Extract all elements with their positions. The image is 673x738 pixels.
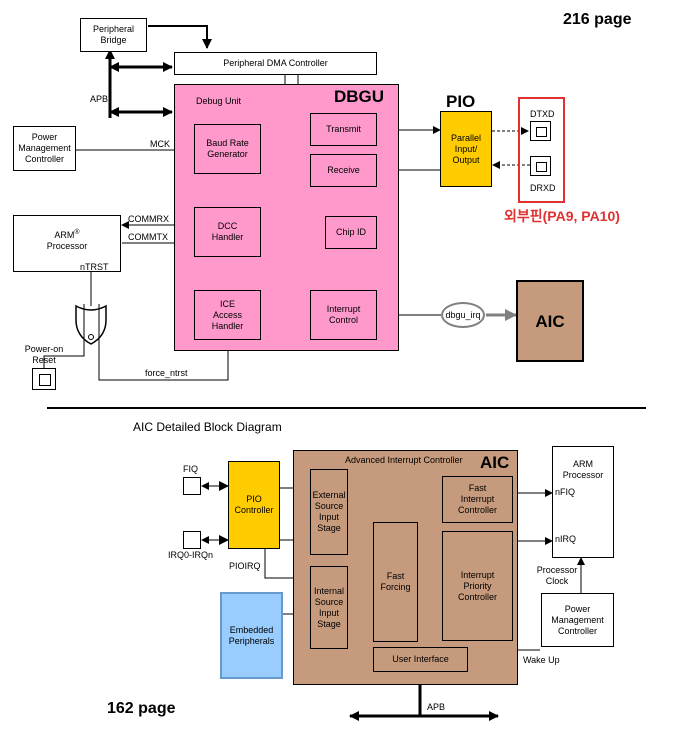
- power-on-reset-pin: [32, 368, 56, 390]
- aic-title-label: Advanced Interrupt Controller: [345, 455, 463, 465]
- interrupt-control: Interrupt Control: [310, 290, 377, 340]
- processor-clock-label: Processor Clock: [536, 565, 578, 586]
- peripheral-bridge-box: Peripheral Bridge: [80, 18, 147, 52]
- dbgu-irq-signal: dbgu_irq: [441, 302, 485, 328]
- power-management-controller-top: Power Management Controller: [13, 126, 76, 171]
- aic-diagram-title: AIC Detailed Block Diagram: [133, 420, 282, 434]
- fast-interrupt-controller: Fast Interrupt Controller: [442, 476, 513, 523]
- dcc-handler: DCC Handler: [194, 207, 261, 257]
- external-pins-note: 외부핀(PA9, PA10): [504, 208, 620, 224]
- embedded-peripherals: Embedded Peripherals: [220, 592, 283, 679]
- nirq-label: nIRQ: [555, 534, 577, 544]
- parallel-input-output: Parallel Input/ Output: [440, 111, 492, 187]
- pioirq-label: PIOIRQ: [229, 561, 261, 571]
- external-pins-highlight: [518, 97, 565, 203]
- aic-block-top: AIC: [516, 280, 584, 362]
- receive-block: Receive: [310, 154, 377, 187]
- page-label-216: 216 page: [563, 11, 632, 28]
- debug-unit-label: Debug Unit: [196, 96, 242, 106]
- apb-bottom-label: APB: [427, 702, 446, 712]
- power-on-reset-label: Power-on Reset: [24, 344, 64, 365]
- fast-forcing: Fast Forcing: [373, 522, 418, 642]
- external-source-input-stage: External Source Input Stage: [310, 469, 348, 555]
- commtx-label: COMMTX: [128, 232, 168, 242]
- chip-id: Chip ID: [325, 216, 377, 249]
- internal-source-input-stage: Internal Source Input Stage: [310, 566, 348, 649]
- interrupt-priority-controller: Interrupt Priority Controller: [442, 531, 513, 641]
- drxd-pin: [530, 156, 551, 176]
- dbgu-label: DBGU: [334, 87, 385, 106]
- aic-big-label: AIC: [480, 453, 510, 472]
- mck-label: MCK: [150, 139, 170, 149]
- registered-mark: ®: [74, 229, 80, 236]
- processor-label: Processor: [46, 241, 88, 251]
- apb-label: APB: [90, 94, 109, 104]
- force-ntrst-label: force_ntrst: [145, 368, 188, 378]
- arm-processor-top: ARM® Processor: [13, 215, 121, 272]
- irq-pin: [183, 531, 201, 549]
- ntrst-label: nTRST: [80, 262, 109, 272]
- arm-processor-bottom: ARM Processor: [552, 446, 614, 558]
- pio-controller: PIO Controller: [228, 461, 280, 549]
- user-interface: User Interface: [373, 647, 468, 672]
- baud-rate-generator: Baud Rate Generator: [194, 124, 261, 174]
- drxd-label: DRXD: [530, 183, 556, 193]
- pio-label: PIO: [446, 92, 476, 111]
- peripheral-dma-controller: Peripheral DMA Controller: [174, 52, 377, 75]
- arm-label: ARM: [54, 230, 75, 240]
- dtxd-label: DTXD: [530, 109, 555, 119]
- irq-label: IRQ0-IRQn: [168, 550, 214, 560]
- commrx-label: COMMRX: [128, 214, 169, 224]
- wake-up-label: Wake Up: [523, 655, 560, 665]
- transmit-block: Transmit: [310, 113, 377, 146]
- nfiq-label: nFIQ: [555, 487, 576, 497]
- fiq-label: FIQ: [183, 464, 198, 474]
- page-label-162: 162 page: [107, 700, 176, 717]
- dtxd-pin: [530, 121, 551, 141]
- ice-access-handler: ICE Access Handler: [194, 290, 261, 340]
- power-management-controller-bottom: Power Management Controller: [541, 593, 614, 647]
- fiq-pin: [183, 477, 201, 495]
